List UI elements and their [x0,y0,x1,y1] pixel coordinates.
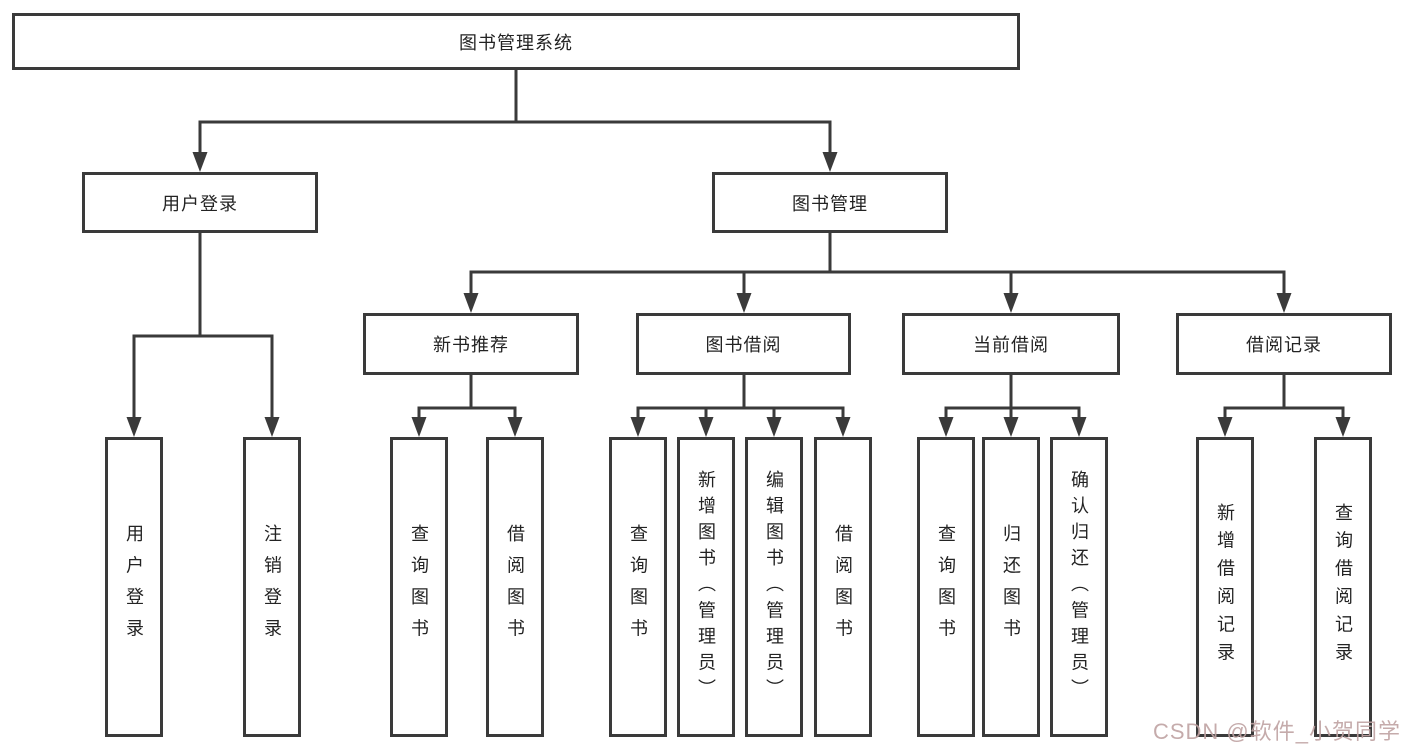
node-current-borrow: 当前借阅 [902,313,1120,375]
leaf-newbooks-borrow-book-label: 借阅图书 [505,524,525,650]
connector-borrowrecords-to-leaves [1223,375,1345,424]
connector-userlogin-to-leaves [132,233,274,424]
node-book-management-label: 图书管理 [792,193,868,214]
node-root-label: 图书管理系统 [459,32,573,53]
node-current-borrow-label: 当前借阅 [973,335,1049,355]
leaf-logout: 注销登录 [243,437,301,737]
leaf-newbooks-borrow-book: 借阅图书 [486,437,544,737]
leaf-borrow-query-book-label: 查询图书 [628,524,648,650]
leaf-add-borrow-record: 新增借阅记录 [1196,437,1254,737]
node-new-book-recommend-label: 新书推荐 [433,335,509,355]
leaf-return-book-label: 归还图书 [1001,524,1021,650]
node-book-borrow: 图书借阅 [636,313,851,375]
node-borrow-records-label: 借阅记录 [1246,335,1322,355]
leaf-current-query-book: 查询图书 [917,437,975,737]
connector-newbooks-to-leaves [417,375,517,424]
leaf-borrow-query-book: 查询图书 [609,437,667,737]
leaf-newbooks-query-book: 查询图书 [390,437,448,737]
leaf-add-book-admin-label: 新增图书（管理员） [696,469,716,705]
node-borrow-records: 借阅记录 [1176,313,1392,375]
leaf-query-borrow-record: 查询借阅记录 [1314,437,1372,737]
node-user-login-label: 用户登录 [162,193,238,214]
arrowheads [126,152,1351,437]
leaf-confirm-return-admin-label: 确认归还（管理员） [1069,469,1089,705]
leaf-confirm-return-admin: 确认归还（管理员） [1050,437,1108,737]
leaf-logout-label: 注销登录 [262,524,282,650]
leaf-add-book-admin: 新增图书（管理员） [677,437,735,737]
leaf-borrow-book: 借阅图书 [814,437,872,737]
csdn-watermark: CSDN @软件_小贺同学 [1152,719,1401,744]
node-book-borrow-label: 图书借阅 [705,335,782,355]
leaf-edit-book-admin: 编辑图书（管理员） [745,437,803,737]
leaf-return-book: 归还图书 [982,437,1040,737]
leaf-user-login: 用户登录 [105,437,163,737]
connector-bookmgmt-to-level3 [469,233,1286,300]
leaf-add-borrow-record-label: 新增借阅记录 [1215,503,1235,671]
leaf-newbooks-query-book-label: 查询图书 [409,524,429,650]
node-user-login: 用户登录 [82,172,318,233]
connector-currentborrow-to-leaves [944,375,1081,424]
node-root: 图书管理系统 [12,13,1020,70]
connector-root-to-level2 [198,70,832,158]
leaf-query-borrow-record-label: 查询借阅记录 [1333,503,1353,671]
leaf-borrow-book-label: 借阅图书 [833,524,853,650]
leaf-current-query-book-label: 查询图书 [936,524,956,650]
node-book-management: 图书管理 [712,172,948,233]
node-new-book-recommend: 新书推荐 [363,313,579,375]
leaf-user-login-label: 用户登录 [124,524,144,650]
leaf-edit-book-admin-label: 编辑图书（管理员） [764,469,784,705]
connector-bookborrow-to-leaves [636,375,845,424]
